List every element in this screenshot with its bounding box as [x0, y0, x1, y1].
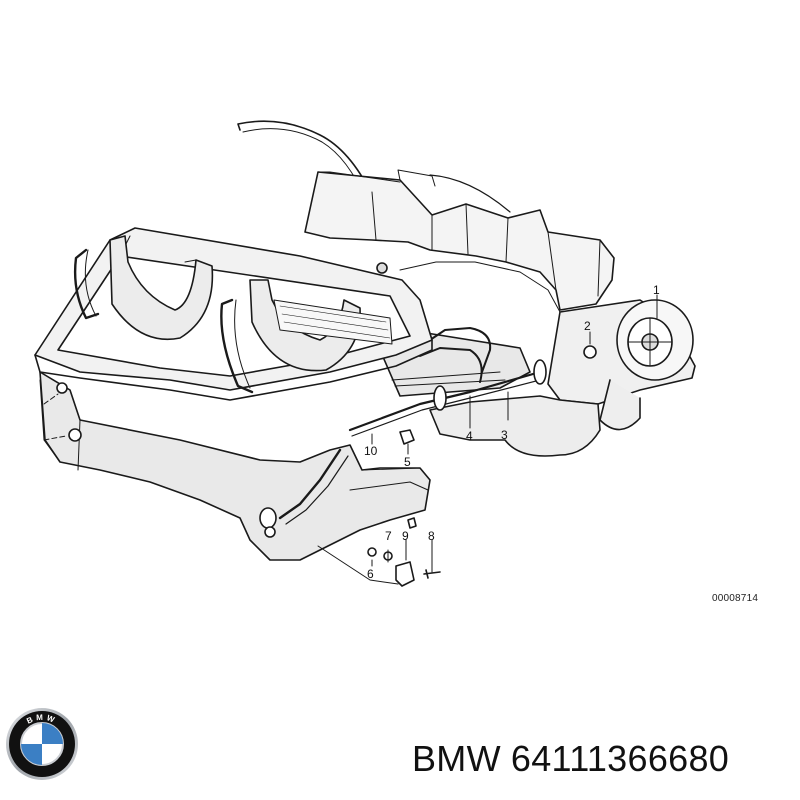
callout-6: 6	[367, 567, 374, 581]
bolt-8	[423, 569, 441, 579]
brand-name: BMW	[412, 738, 501, 779]
svg-text:BMW: BMW	[25, 713, 58, 726]
control-cable	[237, 120, 373, 196]
callout-3: 3	[501, 428, 508, 442]
rear-housing	[304, 171, 615, 311]
part-number-caption: BMW 64111366680	[412, 738, 729, 780]
drain-hose	[278, 448, 342, 520]
callout-9: 9	[402, 529, 409, 543]
callout-7: 7	[385, 529, 392, 543]
callout-2: 2	[584, 319, 591, 333]
part-number: 64111366680	[510, 738, 730, 779]
callout-10: 10	[364, 444, 378, 458]
left-flap	[109, 235, 214, 340]
callout-8: 8	[428, 529, 435, 543]
housing-body	[39, 371, 431, 561]
drawing-number: 00008714	[712, 593, 759, 604]
nut-5	[399, 429, 415, 445]
callout-5: 5	[404, 455, 411, 469]
callout-4: 4	[466, 429, 473, 443]
callout-1: 1	[653, 283, 660, 297]
heater-assembly-diagram: 1 2 3 4 5 6 7 8 9 10	[34, 120, 696, 587]
lower-duct	[429, 395, 601, 457]
clamp-9	[395, 561, 415, 587]
bmw-logo-icon: BMW	[6, 708, 78, 780]
